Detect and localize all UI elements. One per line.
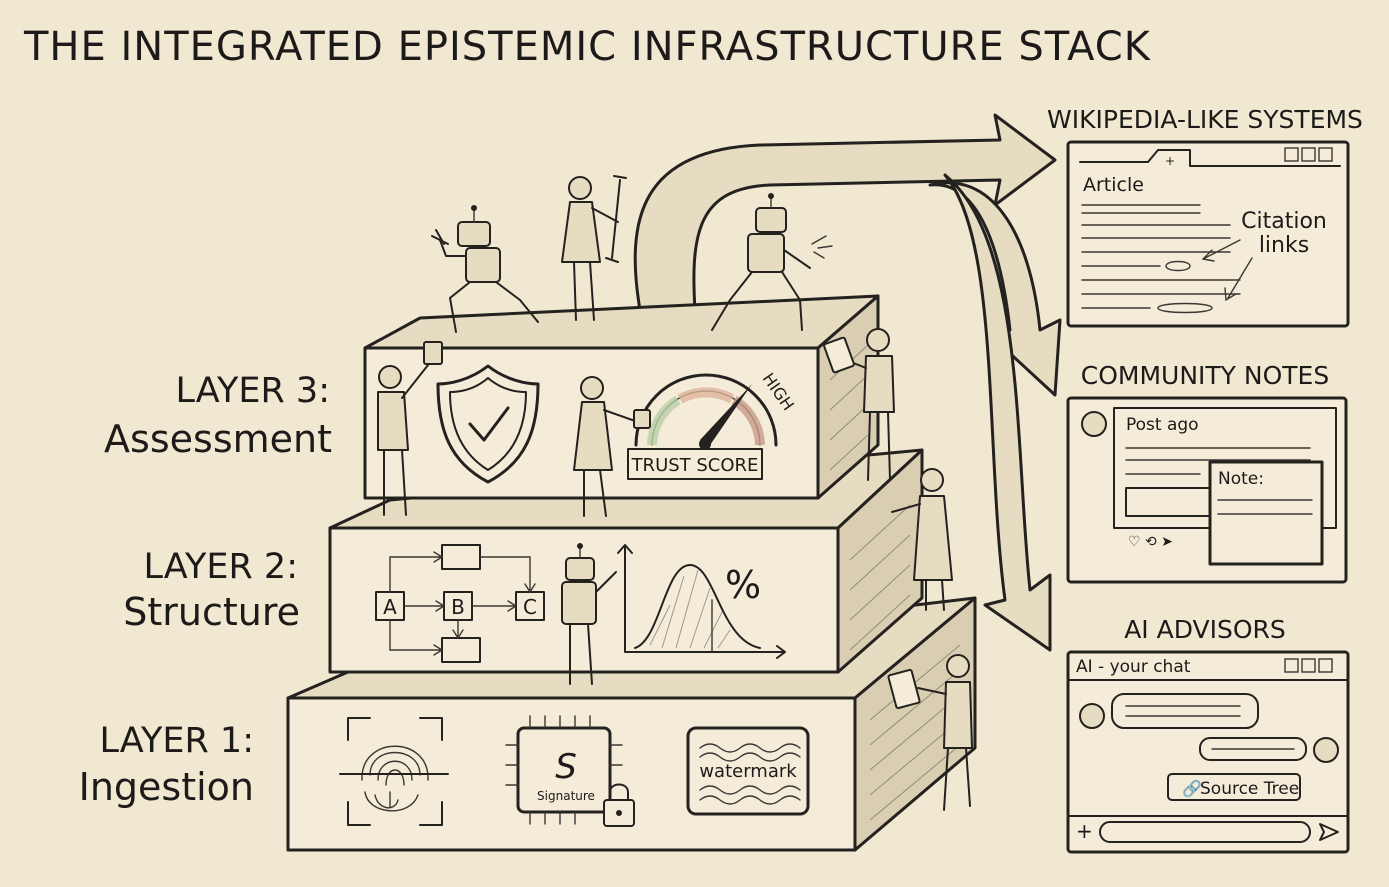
trust-score-label: TRUST SCORE — [631, 455, 759, 476]
arrow-to-ai — [943, 173, 1052, 652]
ai-heading: AI ADVISORS — [1124, 615, 1286, 644]
layer-1-name: Ingestion — [79, 765, 254, 809]
woman-figure-wrench — [561, 175, 627, 321]
robot-figure-layer2 — [561, 543, 617, 685]
ai-avatar — [1079, 703, 1105, 729]
robot-figure-kneeling — [711, 193, 833, 331]
worker-figure-right — [823, 328, 895, 481]
diagram-title: THE INTEGRATED EPISTEMIC INFRASTRUCTURE … — [23, 24, 1152, 70]
add-icon[interactable]: + — [1076, 819, 1093, 843]
robot-figure-hammer — [431, 205, 539, 333]
ai-window-title: AI - your chat — [1076, 657, 1191, 677]
post-actions[interactable]: ♡ ⟲ ➤ — [1128, 534, 1173, 550]
output-community-notes: COMMUNITY NOTES Post ago ♡ ⟲ ➤ Note: — [1066, 361, 1348, 584]
source-tree-button[interactable] — [1167, 773, 1301, 801]
layer-labels: LAYER 3: Assessment LAYER 2: Structure L… — [79, 371, 332, 809]
ai-window — [1066, 650, 1350, 854]
layer-2-label: LAYER 2: — [143, 547, 298, 587]
watermark-icon: watermark — [686, 726, 810, 816]
citation-label-line1: Citation — [1241, 209, 1327, 234]
wikipedia-heading: WIKIPEDIA-LIKE SYSTEMS — [1047, 105, 1363, 134]
send-icon[interactable] — [1319, 823, 1339, 841]
source-tree-label: Source Tree — [1200, 779, 1299, 799]
user-message-bubble — [1199, 737, 1307, 761]
layer-3-name: Assessment — [104, 417, 332, 461]
output-ai-advisors: AI ADVISORS AI - your chat 🔗 Source Tree… — [1066, 615, 1350, 854]
shield-check-icon — [436, 364, 540, 484]
flow-arrows — [633, 113, 1062, 652]
worker-figure-left — [377, 341, 443, 516]
layer-1-label: LAYER 1: — [99, 721, 254, 761]
community-heading: COMMUNITY NOTES — [1081, 361, 1329, 390]
lock-icon — [603, 783, 635, 827]
chip-letter: S — [555, 747, 577, 787]
layer-3-label: LAYER 3: — [175, 371, 330, 411]
layer-2-name: Structure — [123, 590, 300, 634]
node-b: B — [451, 595, 465, 619]
user-avatar — [1313, 737, 1339, 763]
fingerprint-icon — [339, 717, 449, 826]
flow-chart-icon: A B C — [375, 544, 545, 663]
citation-label-line2: links — [1259, 233, 1309, 258]
worker-figure-layer1 — [887, 654, 973, 811]
output-wikipedia: WIKIPEDIA-LIKE SYSTEMS + Article Citatio… — [1047, 105, 1363, 328]
chat-input[interactable] — [1099, 821, 1311, 843]
worker-figure-layer2 — [891, 468, 953, 611]
percent-symbol: % — [725, 563, 761, 607]
article-lines — [1081, 204, 1241, 314]
community-avatar — [1081, 411, 1107, 437]
worker-figure-center — [573, 376, 651, 517]
note-card — [1208, 460, 1324, 566]
link-icon: 🔗 — [1182, 779, 1202, 798]
arrow-to-wikipedia — [633, 113, 1057, 312]
watermark-label: watermark — [699, 761, 797, 782]
ai-window-controls[interactable] — [1284, 658, 1333, 673]
chip-label: Signature — [537, 789, 595, 803]
figures — [377, 175, 973, 811]
wikipedia-article-label: Article — [1083, 174, 1144, 196]
wikipedia-tab-plus[interactable]: + — [1165, 154, 1175, 168]
ai-message-bubble — [1111, 693, 1259, 729]
window-controls[interactable] — [1284, 147, 1333, 162]
signature-chip-icon: S Signature — [505, 715, 635, 827]
note-label: Note: — [1218, 469, 1264, 489]
wikipedia-tab — [1079, 149, 1341, 167]
node-c: C — [523, 595, 537, 619]
node-a: A — [383, 595, 397, 619]
post-label: Post ago — [1126, 415, 1199, 435]
distribution-chart-icon: % — [617, 544, 786, 659]
